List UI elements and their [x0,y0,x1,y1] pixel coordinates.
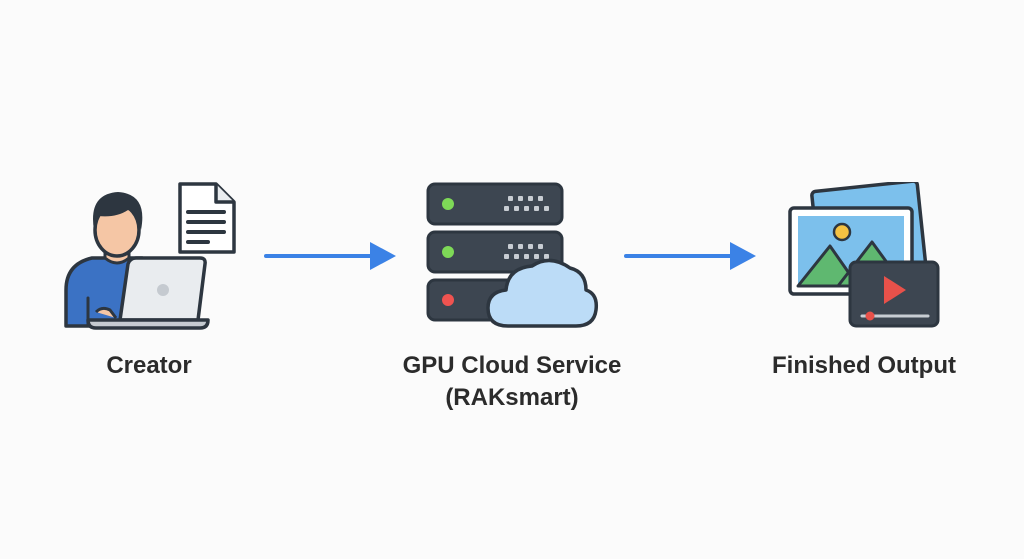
cloud-icon [486,258,599,328]
output-label-text: Finished Output [772,352,956,379]
video-player-icon [848,260,940,328]
arrow-creator-to-gpu [264,242,396,270]
document-icon [178,182,236,254]
finished-output-icon [788,182,940,328]
creator-label: Creator [64,350,234,382]
server-cloud-icon [426,182,599,328]
creator-icon [64,182,236,330]
output-label: Finished Output [744,350,984,382]
laptop-icon [86,256,210,330]
gpu-service-label: GPU Cloud Service (RAKsmart) [380,350,644,414]
creator-label-text: Creator [106,352,192,379]
arrow-gpu-to-output [624,242,756,270]
gpu-service-label-line1: GPU Cloud Service [402,352,622,379]
gpu-service-label-line2: (RAKsmart) [445,384,579,411]
